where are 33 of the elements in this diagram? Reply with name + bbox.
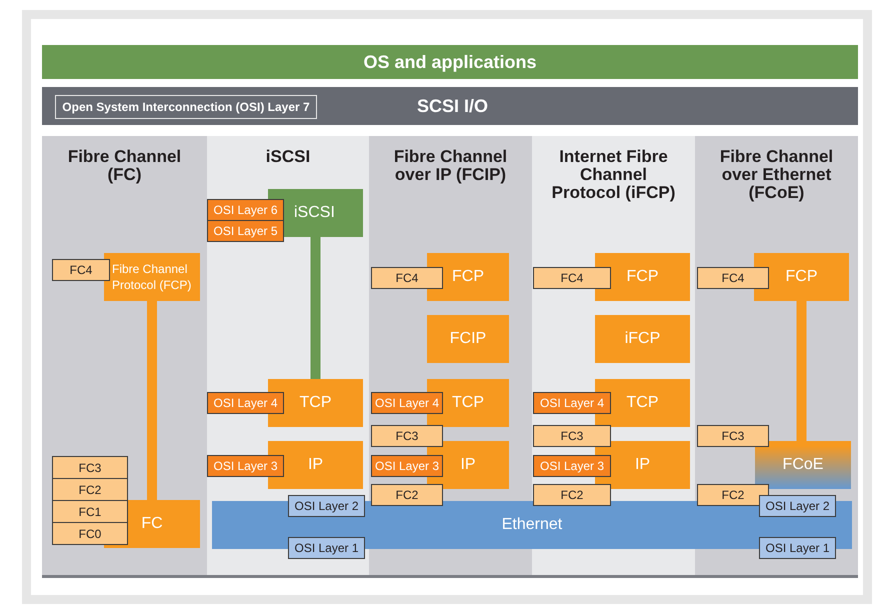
osi-layer-label: OSI Layer 4 (207, 392, 284, 414)
fc-layer-label: FC0 (52, 522, 128, 545)
fc-layer-label: FC3 (697, 425, 769, 447)
connector-bar (796, 301, 806, 441)
protocol-column: Fibre Channel (FC) FC4 Fibre Channel Protocol (FCP) FC3 FC2 FC1 FC0 FC (42, 136, 207, 578)
scsi-io-bar: Open System Interconnection (OSI) Layer 7 SCSI I/O (42, 87, 858, 125)
protocol-layer-box: iFCP (595, 315, 690, 363)
fc-layer-label: FC4 (371, 267, 443, 289)
connector-bar (310, 237, 320, 379)
fc-layer-label: FC4 (533, 267, 611, 289)
fc-layer-label: FC3 (533, 425, 611, 447)
connector-bar (147, 301, 157, 500)
fc-layer-label: FC3 (371, 425, 443, 447)
fc-layer-label: FC4 (697, 267, 769, 289)
fc-layer-label: FC2 (52, 478, 128, 501)
protocol-layer-box: Fibre Channel Protocol (FCP) (104, 253, 200, 301)
protocol-layer-box: FCIP (427, 315, 509, 363)
osi-layer-label: OSI Layer 4 (371, 392, 443, 414)
protocol-layer-box: FCP (754, 253, 849, 301)
os-applications-bar: OS and applications (42, 45, 858, 79)
fc-layer-label: FC1 (52, 500, 128, 523)
protocol-layer-box: FCoE (755, 441, 851, 489)
fc-layer-label: FC3 (52, 456, 128, 479)
osi-layer-label: OSI Layer 5 (207, 220, 284, 242)
protocol-layer-box: FCP (595, 253, 690, 301)
protocol-layer-box: FCP (427, 253, 509, 301)
osi-layer-label: OSI Layer 3 (207, 455, 284, 477)
osi-layer-label: OSI Layer 3 (371, 455, 443, 477)
fc-layer-label: FC4 (52, 259, 110, 281)
osi-layer-label: OSI Layer 6 (207, 199, 284, 221)
osi-layer-label: OSI Layer 3 (533, 455, 611, 477)
osi-layer-label: Open System Interconnection (OSI) Layer 7 (55, 95, 317, 119)
osi-layer-label: OSI Layer 4 (533, 392, 611, 414)
